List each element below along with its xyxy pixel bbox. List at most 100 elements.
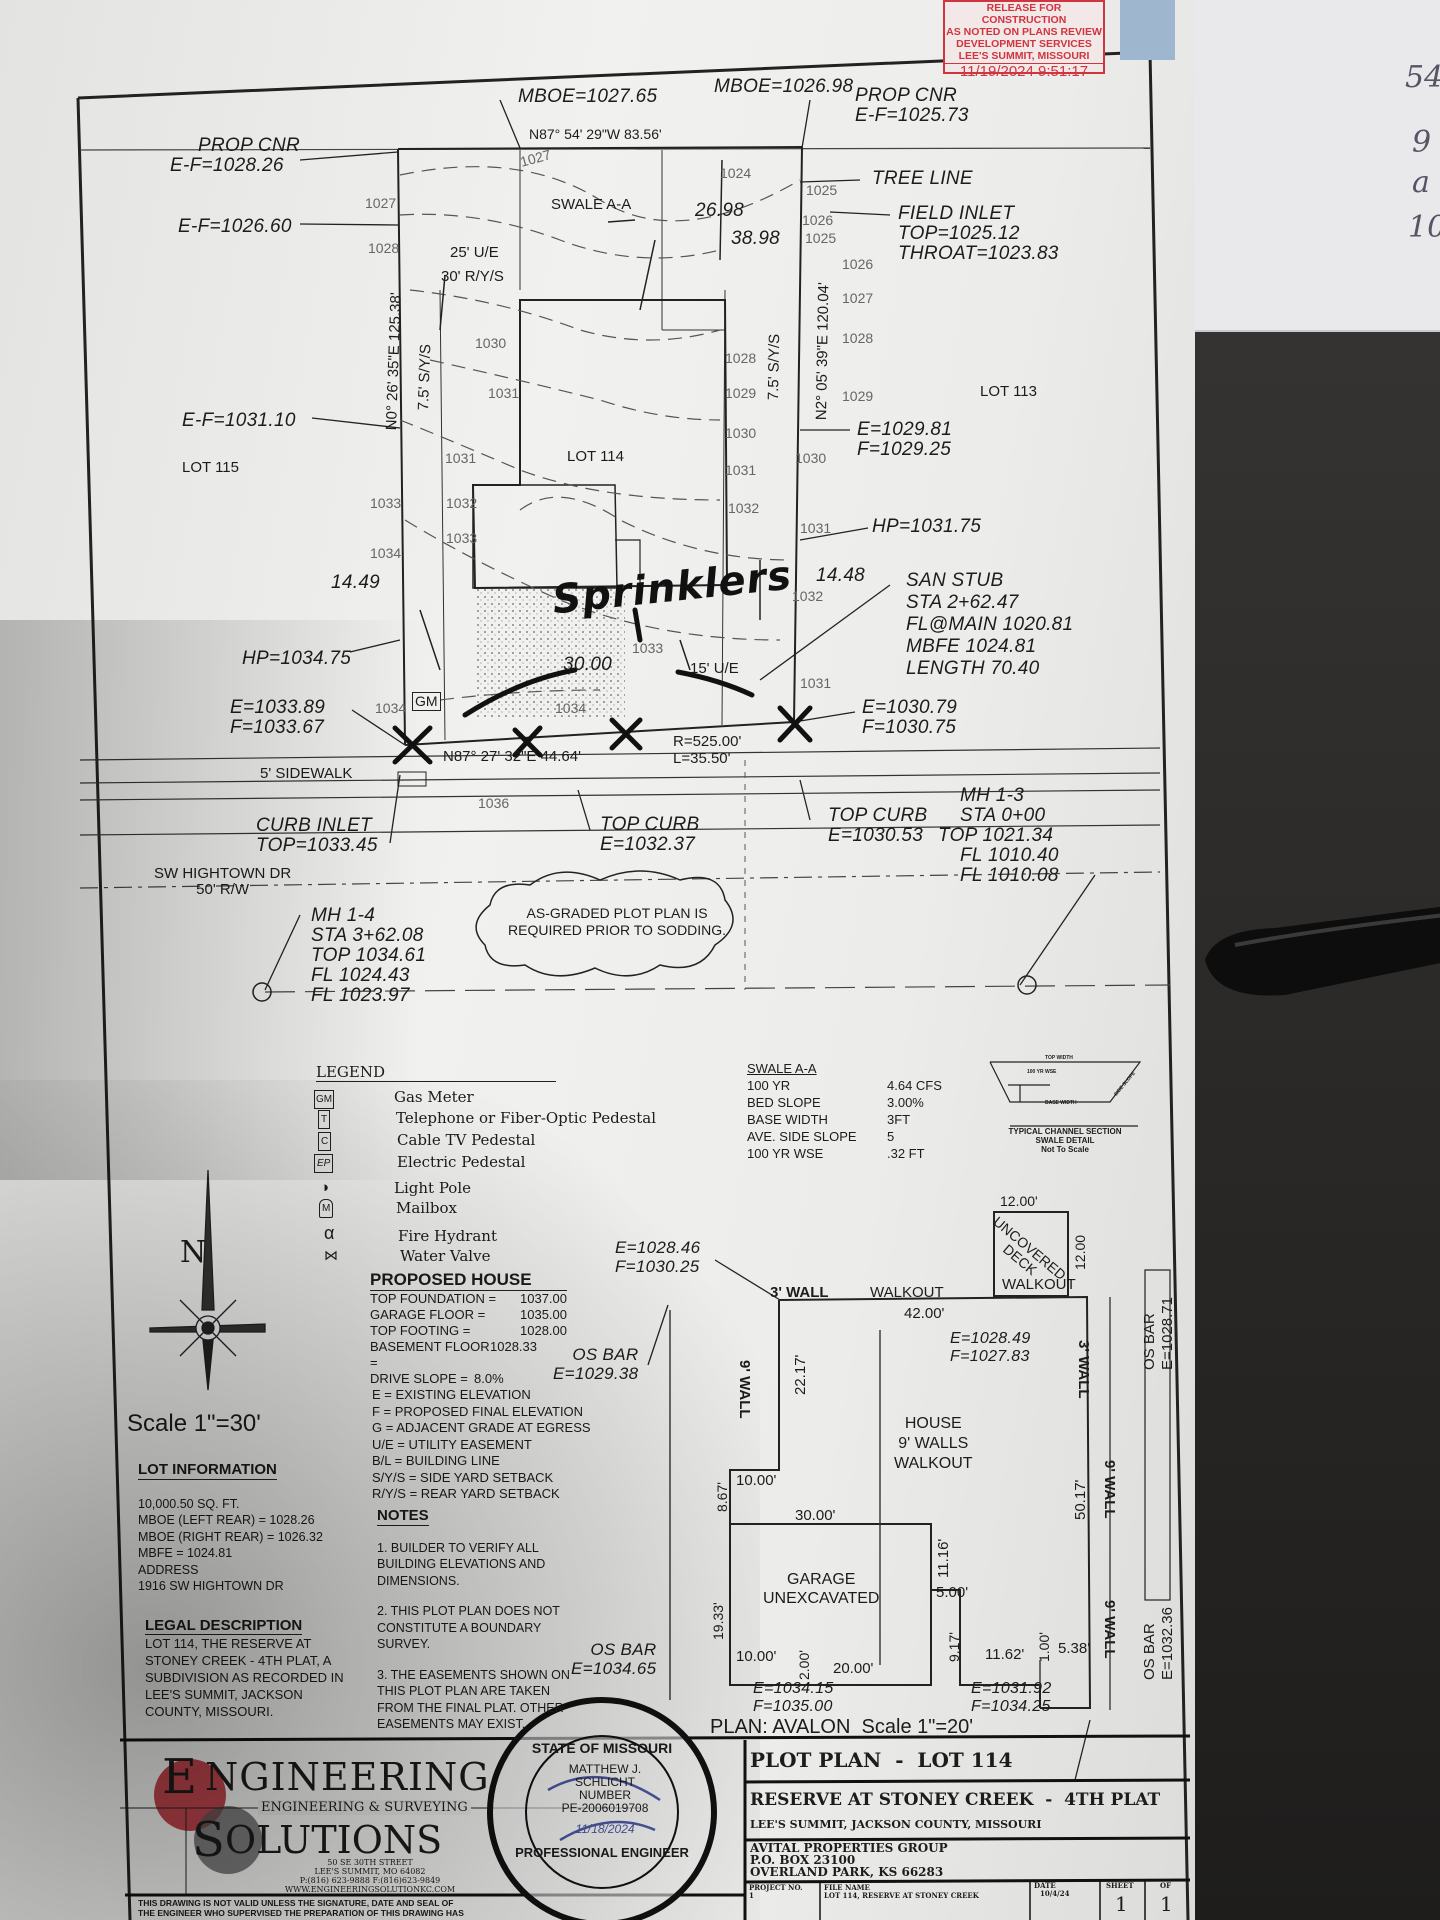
abbreviation: F = PROPOSED FINAL ELEVATION	[372, 1403, 584, 1419]
caption: TYPICAL CHANNEL SECTION	[1008, 1127, 1122, 1136]
value: F=1033.67	[230, 717, 325, 738]
contour-label: 1034	[370, 545, 402, 561]
dimension: 12.00'	[1000, 1193, 1038, 1209]
value: TOP 1021.34	[938, 825, 1054, 846]
notes: NOTES 1. BUILDER TO VERIFY ALL BUILDING …	[377, 1507, 570, 1733]
easement-label: 25' U/E	[450, 244, 499, 261]
dimension: 26.98	[695, 200, 745, 221]
legend-label: Electric Pedestal	[397, 1153, 526, 1171]
label: MH 1-3	[960, 785, 1025, 806]
contour-label: 1031	[488, 385, 520, 401]
contour-label: 1031	[445, 450, 477, 466]
label: FILE NAME	[824, 1883, 870, 1892]
contour-label: 1024	[720, 165, 752, 181]
legal-line: STONEY CREEK - 4TH PLAT, A	[145, 1653, 332, 1668]
swale-label: SWALE A-A	[551, 196, 632, 213]
value: E=1033.89	[230, 697, 326, 718]
wall-label: 9' WALL	[736, 1360, 753, 1419]
telephone-pedestal-icon: T	[318, 1110, 331, 1129]
label: PROP CNR	[855, 85, 957, 106]
front-bearing: N87° 27' 32"E 44.64'	[443, 748, 581, 765]
abbreviation: S/Y/S = SIDE YARD SETBACK	[372, 1469, 554, 1485]
disclaimer-line: THIS DRAWING IS NOT VALID UNLESS THE SIG…	[138, 1898, 454, 1908]
note-line: 1. BUILDER TO VERIFY ALL	[377, 1540, 539, 1555]
value: STA 0+00	[960, 805, 1046, 826]
value: 10/4/24	[1040, 1889, 1070, 1898]
right-of-way: 50' R/W	[196, 881, 250, 898]
plot-plan-sheet: RELEASE FOR CONSTRUCTION AS NOTED ON PLA…	[0, 0, 1195, 1920]
abbreviation: B/L = BUILDING LINE	[372, 1453, 500, 1468]
label: HOUSE	[904, 1415, 962, 1432]
handwriting: a	[1412, 165, 1430, 200]
value: FL 1010.08	[960, 865, 1059, 886]
contour-label: 1028	[725, 350, 757, 366]
legal-line: SUBDIVISION AS RECORDED IN	[145, 1670, 344, 1685]
walkout-label: WALKOUT	[1002, 1276, 1076, 1293]
contour-label: 1033	[446, 530, 478, 546]
seal-label: NUMBER	[578, 1788, 631, 1802]
value: R=525.00'	[673, 733, 742, 750]
seal-center: MATTHEW J. SCHLICHT NUMBER PE-2006019708	[555, 1763, 655, 1815]
value: LENGTH 70.40	[906, 658, 1040, 679]
proposed-house: PROPOSED HOUSE TOP FOUNDATION =1037.00 G…	[370, 1270, 567, 1387]
note-line: THIS PLOT PLAN ARE TAKEN	[377, 1684, 550, 1698]
contour-label: 1025	[806, 182, 838, 198]
base-width-label: BASE WIDTH	[1045, 1100, 1077, 1106]
label: GARAGE	[787, 1571, 856, 1588]
label: TOP CURB	[828, 805, 928, 826]
value: FL 1024.43	[311, 965, 410, 986]
legend-label: Water Valve	[400, 1247, 491, 1265]
sidewalk-label: 5' SIDEWALK	[260, 765, 353, 782]
ef-label: E-F=1026.60	[178, 216, 292, 237]
value: E-F=1028.26	[170, 155, 284, 176]
handwriting: 10	[1408, 210, 1440, 245]
contour-label: 1027	[842, 290, 874, 306]
label: FIELD INLET	[898, 203, 1015, 224]
project-name: RESERVE AT STONEY CREEK - 4TH PLAT	[750, 1790, 1161, 1810]
curve-data: R=525.00'L=35.50'	[673, 733, 741, 767]
wall-label: 3' WALL	[770, 1284, 829, 1301]
value: THROAT=1023.83	[898, 243, 1059, 264]
note-line: SURVEY.	[377, 1637, 431, 1651]
contour-label: 1031	[800, 675, 832, 691]
param: BASEMENT FLOOR =	[370, 1339, 490, 1370]
dimension: 38.98	[731, 228, 781, 249]
abbreviation: U/E = UTILITY EASEMENT	[372, 1436, 532, 1452]
swale-param: 100 YR	[747, 1078, 791, 1093]
proposed-house-title: PROPOSED HOUSE	[370, 1270, 567, 1291]
dimension: 50.17'	[1072, 1479, 1089, 1520]
legal-description: LEGAL DESCRIPTION LOT 114, THE RESERVE A…	[145, 1617, 344, 1720]
lot-info-line: ADDRESS	[138, 1562, 199, 1577]
label: DATE	[1034, 1881, 1056, 1890]
fire-hydrant-icon: α	[324, 1223, 335, 1243]
dimension: 9.17'	[946, 1632, 962, 1662]
contour-label: 1034	[555, 700, 587, 716]
contour-label: 1034	[375, 700, 407, 716]
contour-label: 1029	[725, 385, 757, 401]
dimension: 14.48	[816, 565, 866, 586]
stamp-datetime: 11/19/2024 9:51:17	[945, 63, 1103, 80]
drawing-title: PLOT PLAN - LOT 114	[750, 1748, 1013, 1772]
label: 9' WALLS	[898, 1435, 969, 1452]
note-line: 2. THIS PLOT PLAN DOES NOT	[377, 1604, 560, 1618]
wall-label: 3' WALL	[1075, 1340, 1092, 1399]
legend-title: LEGEND	[316, 1063, 556, 1082]
of-label: OF	[1160, 1881, 1172, 1890]
label: UNEXCAVATED	[763, 1590, 880, 1607]
value: E=1029.38	[553, 1364, 639, 1383]
value: 1028.00	[520, 1323, 567, 1338]
swale-table-title: SWALE A-A	[747, 1061, 817, 1076]
value: 8.0%	[474, 1371, 504, 1386]
contour-label: 1026	[842, 256, 874, 272]
drawing-linework	[79, 147, 1191, 1920]
